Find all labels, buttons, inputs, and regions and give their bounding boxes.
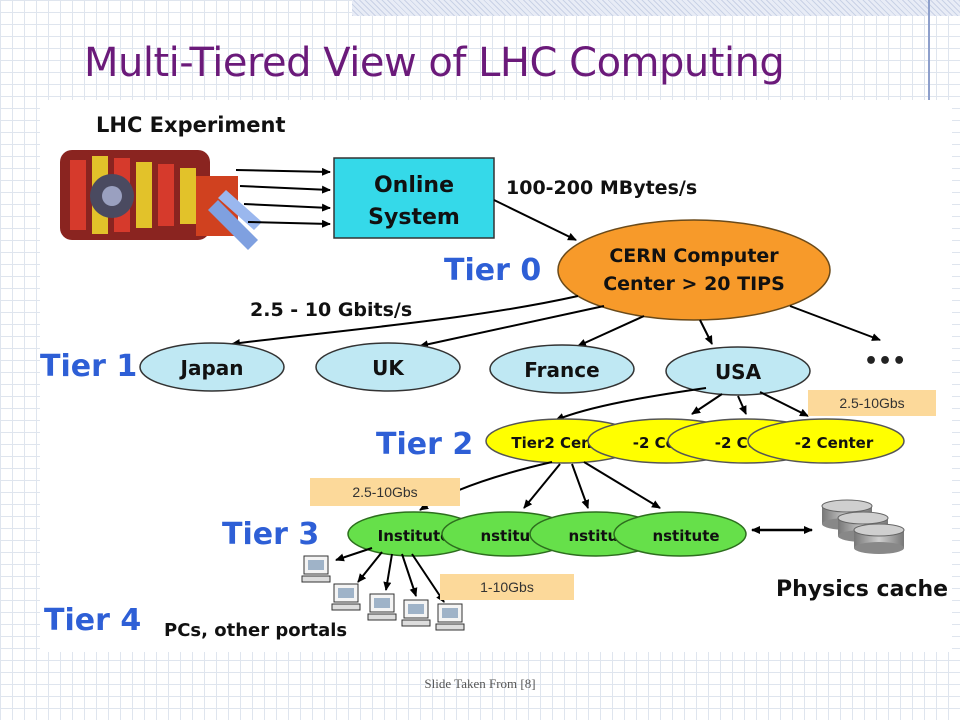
lhc-detector-image	[44, 136, 264, 258]
tier3-label: Tier 3	[222, 517, 319, 552]
institute-label: Institute	[378, 527, 451, 545]
tier2-center	[747, 418, 905, 464]
lhc-experiment-label: LHC Experiment	[96, 113, 286, 137]
pc-workstation-icon	[435, 603, 465, 631]
detector-to-online-arrows	[235, 167, 331, 228]
tier1-site-usa	[665, 346, 811, 396]
online-to-cern-arrow	[493, 199, 577, 241]
rate-to-cern-label: 100-200 MBytes/s	[506, 177, 697, 199]
tier1-site-label: USA	[715, 360, 762, 384]
physics-cache-label: Physics cache	[776, 577, 948, 602]
institute-to-pc-arrows	[335, 547, 445, 603]
pc-workstation-icon	[331, 583, 361, 611]
tier1-site-label: Japan	[179, 356, 244, 380]
tier1-site-japan	[139, 342, 285, 392]
cern-to-tier1-arrows	[231, 295, 881, 349]
pc-workstation-icon	[367, 593, 397, 621]
cern-center-label-line1: CERN Computer	[609, 245, 779, 267]
tier1-site-france	[489, 344, 635, 394]
tier2-label: Tier 2	[376, 427, 473, 462]
online-system-label-line1: Online	[374, 173, 454, 198]
pc-workstation-icon	[401, 599, 431, 627]
tier1-site-uk	[315, 342, 461, 392]
tier2-bandwidth-note: 2.5-10Gbs	[808, 390, 936, 416]
online-system-box	[333, 157, 495, 239]
tier1-site-label: France	[524, 358, 599, 382]
slide-footer-citation: Slide Taken From [8]	[424, 676, 536, 691]
tier1-link-rate-label: 2.5 - 10 Gbits/s	[250, 299, 412, 321]
slide-title: Multi-Tiered View of LHC Computing	[84, 40, 785, 86]
decorative-top-bar	[352, 0, 960, 16]
pcs-portals-label: PCs, other portals	[164, 620, 347, 641]
institute-node	[613, 511, 747, 557]
cern-center-label-line2: Center > 20 TIPS	[603, 273, 785, 295]
pc-workstation-icon	[301, 555, 331, 583]
tier4-label: Tier 4	[44, 603, 141, 638]
tier0-label: Tier 0	[444, 253, 541, 288]
cern-center-ellipse	[557, 219, 831, 321]
institute-label: nstitute	[652, 527, 719, 545]
tier3-bandwidth-note: 2.5-10Gbs	[310, 478, 460, 506]
more-sites-ellipsis: •••	[864, 349, 906, 374]
physics-cache-disks-icon	[821, 499, 905, 554]
tier4-bandwidth-note: 1-10Gbs	[440, 574, 574, 600]
tier1-site-label: UK	[372, 356, 405, 380]
tier1-label: Tier 1	[40, 349, 137, 384]
online-system-label-line2: System	[368, 205, 460, 230]
usa-to-tier2-arrows	[555, 387, 809, 421]
tier2-center-label: -2 Center	[795, 434, 874, 452]
